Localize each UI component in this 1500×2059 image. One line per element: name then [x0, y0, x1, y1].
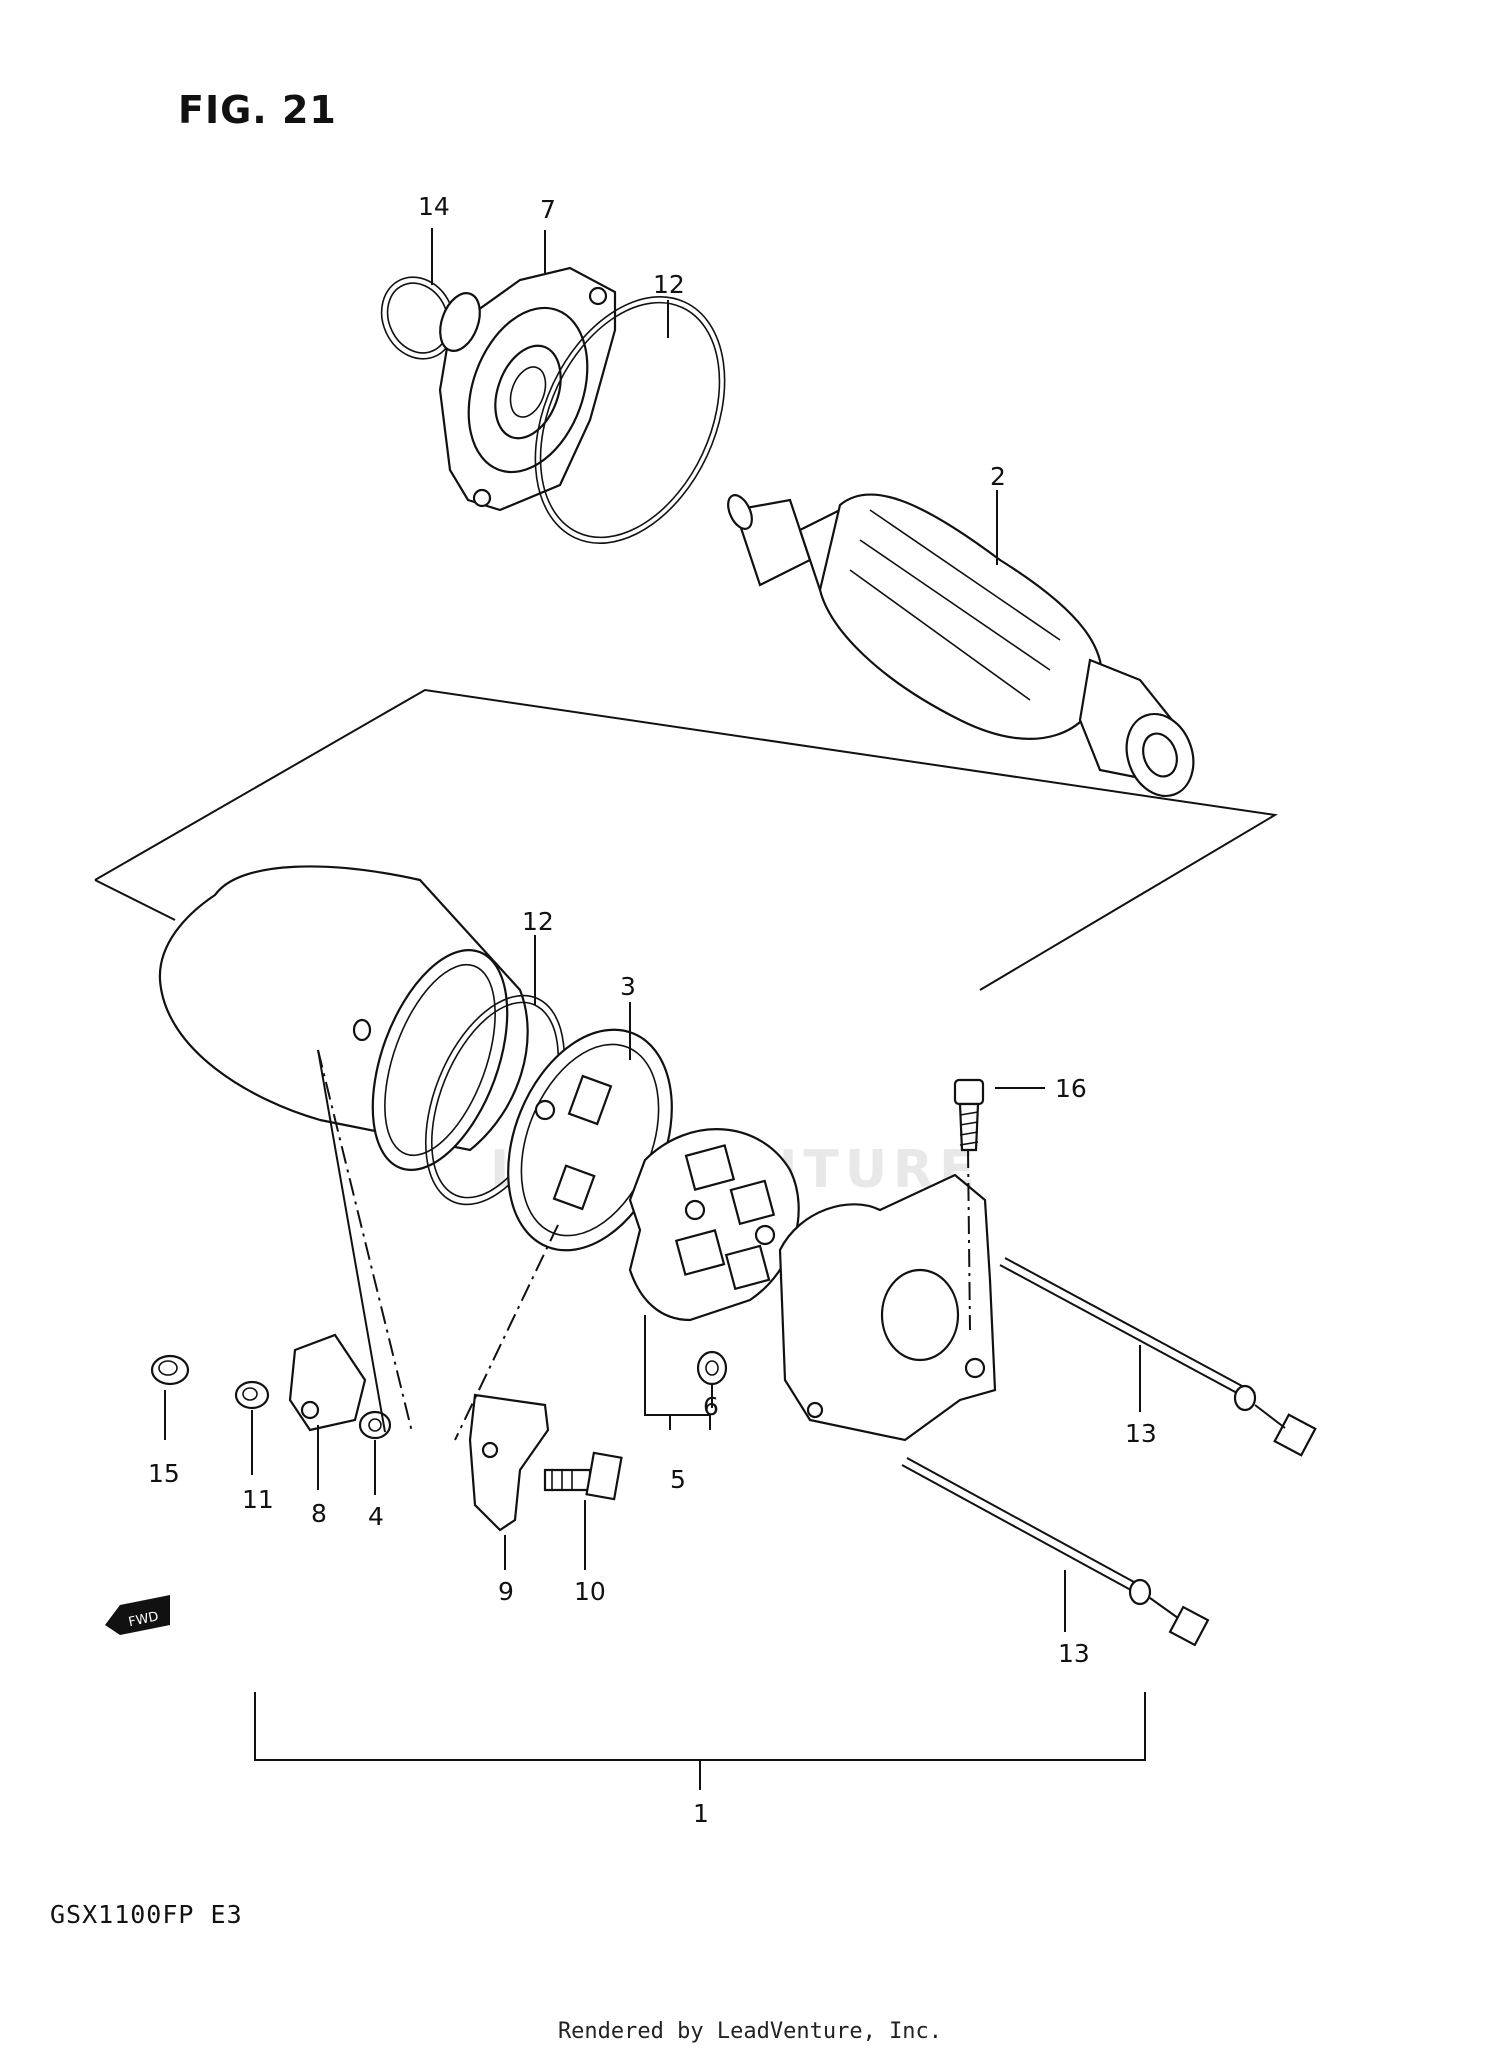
callout-13-upper: 13: [1125, 1419, 1157, 1448]
fwd-label: FWD: [127, 1609, 160, 1630]
footer-credit: Rendered by LeadVenture, Inc.: [557, 2019, 943, 2044]
callout-labels: 14 7 12 2 12 3 16 15 11 8 4 6 5 9 10 13 …: [148, 192, 1157, 1828]
rear-end-cover: [778, 1173, 997, 1442]
callout-16: 16: [1055, 1074, 1087, 1103]
brush-plate-part-5: [628, 1128, 800, 1322]
nut-part-15: [150, 1354, 190, 1386]
armature-part-2: [727, 493, 1195, 798]
callout-14: 14: [418, 192, 450, 221]
callout-15: 15: [148, 1459, 180, 1488]
washer-part-11: [234, 1380, 270, 1410]
callout-10: 10: [574, 1577, 606, 1606]
callout-12-lower: 12: [522, 907, 554, 936]
callout-13-lower: 13: [1058, 1639, 1090, 1668]
callout-11: 11: [242, 1485, 274, 1514]
terminal-bolt-part-10: [543, 1451, 623, 1501]
callout-7: 7: [540, 195, 556, 224]
bolt-part-16: [953, 1078, 985, 1152]
callout-5: 5: [670, 1465, 686, 1494]
terminal-part-9: [468, 1393, 550, 1532]
model-code: GSX1100FP E3: [50, 1900, 243, 1929]
callout-2: 2: [990, 462, 1006, 491]
front-cover-part-7: [380, 266, 617, 512]
yoke-housing: [158, 865, 529, 1171]
gasket-part-12-upper: [534, 296, 726, 544]
figure-title: FIG. 21: [178, 88, 337, 132]
callout-6: 6: [703, 1392, 719, 1421]
callout-4: 4: [368, 1502, 384, 1531]
through-bolt-part-13-lower: [901, 1457, 1210, 1647]
assembly-lines: [317, 1049, 971, 1441]
callout-9: 9: [498, 1577, 514, 1606]
insulator-part-6: [696, 1350, 728, 1386]
leader-lines: [164, 228, 1146, 1790]
through-bolt-part-13-upper: [999, 1257, 1317, 1457]
cover-part-8: [288, 1333, 367, 1432]
washer-part-4: [358, 1410, 392, 1440]
forward-direction-arrow: FWD: [105, 1595, 170, 1635]
callout-8: 8: [311, 1499, 327, 1528]
callout-12-upper: 12: [653, 270, 685, 299]
callout-3: 3: [620, 972, 636, 1001]
callout-1: 1: [693, 1799, 709, 1828]
assembly-frame: [94, 688, 1278, 991]
